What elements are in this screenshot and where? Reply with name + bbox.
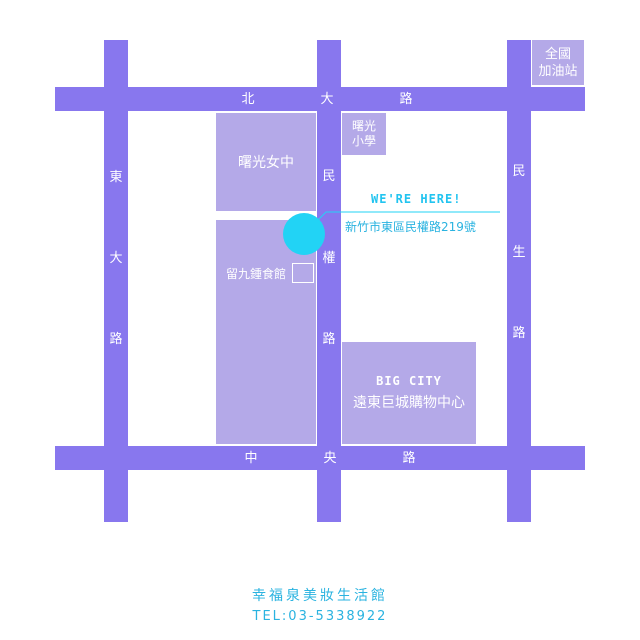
minsheng-road-char-1: 民 (512, 164, 526, 179)
store-name: 幸福泉美妝生活館 (252, 588, 388, 604)
north-road-char-1: 北 (241, 92, 255, 107)
minsheng-road-char-3: 路 (512, 326, 526, 341)
noodle-shop-outline (292, 263, 314, 283)
marker-address: 新竹市東區民權路219號 (345, 220, 476, 234)
elementary-school-block: 曙光 小學 (342, 113, 386, 155)
minquan-road (317, 40, 341, 522)
central-road-char-2: 央 (323, 451, 337, 466)
north-road (55, 87, 585, 111)
mall-name-zh: 遠東巨城購物中心 (353, 395, 465, 411)
central-road-char-3: 路 (402, 451, 416, 466)
elementary-school-label-2: 小學 (351, 134, 376, 148)
north-road-char-3: 路 (399, 92, 413, 107)
noodle-shop-label: 留九鍾食館 (226, 267, 287, 281)
north-road-char-2: 大 (320, 92, 334, 107)
central-road-char-1: 中 (244, 451, 258, 466)
store-phone: TEL:03-5338922 (252, 609, 388, 624)
minquan-road-char-3: 路 (322, 332, 336, 347)
central-road (55, 446, 585, 470)
gas-station-label-1: 全國 (544, 46, 571, 62)
minsheng-road (507, 40, 531, 522)
east-road-char-2: 大 (109, 251, 123, 266)
east-road-char-1: 東 (109, 170, 123, 185)
mall-name-en: BIG CITY (376, 374, 442, 388)
minsheng-road-char-2: 生 (512, 245, 526, 260)
gas-station-block: 全國 加油站 (532, 40, 584, 85)
minquan-road-char-1: 民 (322, 169, 336, 184)
elementary-school-label-1: 曙光 (351, 119, 376, 133)
girls-high-school-label: 曙光女中 (238, 155, 294, 171)
east-road (104, 40, 128, 522)
gas-station-label-2: 加油站 (538, 63, 578, 79)
campus-block (216, 220, 316, 444)
east-road-char-3: 路 (109, 332, 123, 347)
girls-high-school-block: 曙光女中 (216, 113, 316, 211)
marker-title: WE'RE HERE! (371, 192, 462, 206)
minquan-road-char-2: 權 (322, 251, 336, 266)
mall-block: BIG CITY 遠東巨城購物中心 (342, 342, 476, 444)
